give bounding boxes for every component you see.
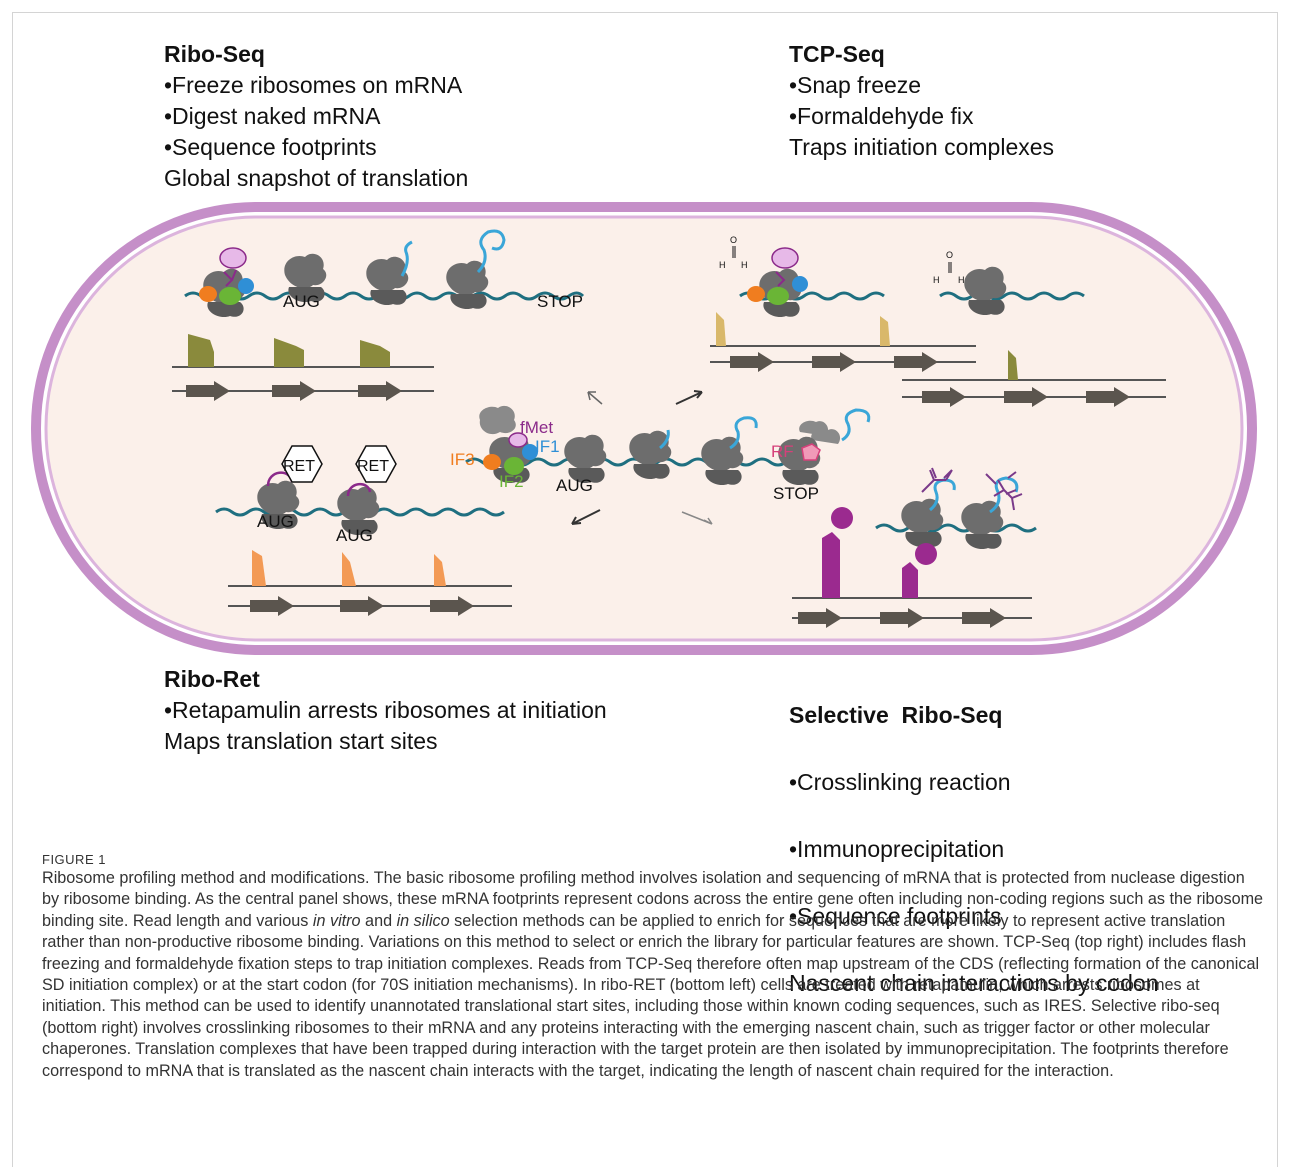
footprint-peak [902, 562, 918, 598]
cell-body [44, 215, 1244, 642]
panel-line: •Freeze ribosomes on mRNA [164, 72, 463, 98]
fmet-label: fMet [520, 418, 553, 437]
panel-line: •Snap freeze [789, 72, 922, 98]
mrna-tcpseq-1 [739, 291, 885, 301]
arrow-to-riboret [571, 509, 601, 525]
aug-label: AUG [257, 512, 294, 531]
figure-frame [12, 12, 1278, 1167]
panel-line: Traps initiation complexes [789, 134, 1055, 160]
panel-line: Nascent chain interactions by codon [789, 970, 1159, 996]
panel-title: Ribo-Ret [164, 666, 260, 692]
antibody [985, 471, 1023, 511]
panel-line: •Formaldehyde fix [789, 103, 974, 129]
mrna-selective [875, 523, 1037, 533]
panel-line: •Sequence footprints [164, 134, 377, 160]
footprint-peak [716, 312, 726, 346]
footprint-peak [434, 554, 446, 586]
ribosome [964, 266, 1007, 316]
svg-text:RET: RET [357, 458, 389, 475]
footprint-peak [252, 550, 266, 586]
cell-outer-wall [31, 202, 1257, 655]
svg-text:H: H [719, 260, 726, 270]
panel-line: •Digest naked mRNA [164, 103, 381, 129]
panel-line: •Sequence footprints [789, 903, 1002, 929]
retapamulin-marker: RET [355, 445, 397, 483]
ribosome [961, 500, 1004, 550]
caption-italic: in vitro [312, 911, 361, 930]
stop-label: STOP [773, 484, 819, 503]
panel-title: TCP-Seq [789, 41, 885, 67]
caption-text: selection methods can be applied to enri… [42, 911, 1260, 1080]
formaldehyde-molecule: H O H [719, 235, 748, 270]
caption-text: Ribosome profiling method and modificati… [42, 869, 1264, 930]
arrow-to-selective [681, 511, 713, 525]
ribosome [366, 256, 409, 306]
aug-label: AUG [556, 476, 593, 495]
footprint-peak [342, 552, 356, 586]
arrow-to-riboseq [587, 391, 603, 405]
aug-label: AUG [283, 292, 320, 311]
ribosome [901, 498, 944, 548]
footprint-peak [360, 340, 390, 367]
ribo-ret-panel: Ribo-Ret •Retapamulin arrests ribosomes … [164, 664, 607, 757]
formaldehyde-molecule: H O H [933, 250, 965, 285]
arrow-to-tcpseq [675, 390, 703, 405]
if2-label: IF2 [499, 472, 524, 491]
selective-ribo-seq-panel: Selective Ribo-Seq •Crosslinking reactio… [789, 664, 1159, 1017]
panel-line: •Retapamulin arrests ribosomes at initia… [164, 697, 607, 723]
svg-text:O: O [730, 235, 737, 245]
panel-line: Global snapshot of translation [164, 165, 469, 191]
caption-italic: in silico [396, 911, 450, 930]
footprint-peak [1008, 350, 1018, 380]
ribosome [629, 430, 672, 480]
central-initiation-complex [479, 405, 538, 484]
target-protein [831, 507, 853, 529]
initiation-complex-riboseq [199, 247, 254, 318]
svg-text:H: H [933, 275, 940, 285]
caption-text: and [360, 911, 397, 930]
retapamulin-marker: RET [281, 445, 323, 483]
footprint-peak [188, 334, 214, 367]
panel-title: Ribo-Seq [164, 41, 265, 67]
mrna-tcpseq-2 [939, 291, 1085, 301]
if3-label: IF3 [450, 450, 475, 469]
panel-title: Selective Ribo-Seq [789, 702, 1003, 728]
aug-label: AUG [336, 526, 373, 545]
ribo-seq-panel: Ribo-Seq •Freeze ribosomes on mRNA •Dige… [164, 39, 468, 194]
figure-diagram: AUG STOP H O H H O H [31, 202, 1257, 655]
svg-text:H: H [741, 260, 748, 270]
ribosome [701, 436, 744, 486]
antibody [921, 467, 953, 493]
panel-line: Maps translation start sites [164, 728, 438, 754]
footprint-peak [880, 316, 890, 346]
initiation-complex-tcpseq [747, 247, 808, 318]
release-factor [801, 443, 821, 461]
rf-label: RF [771, 442, 794, 461]
stop-label: STOP [537, 292, 583, 311]
tcp-seq-panel: TCP-Seq •Snap freeze •Formaldehyde fix T… [789, 39, 1054, 163]
svg-text:RET: RET [283, 458, 315, 475]
panel-line: •Immunoprecipitation [789, 836, 1005, 862]
target-protein [915, 543, 937, 565]
figure-label: FIGURE 1 [42, 852, 106, 867]
figure-caption: Ribosome profiling method and modificati… [42, 868, 1264, 1082]
svg-text:H: H [958, 275, 965, 285]
footprint-peak [274, 338, 304, 367]
if1-label: IF1 [535, 437, 560, 456]
svg-text:O: O [946, 250, 953, 260]
panel-line: •Crosslinking reaction [789, 769, 1011, 795]
footprint-peak [822, 532, 840, 598]
